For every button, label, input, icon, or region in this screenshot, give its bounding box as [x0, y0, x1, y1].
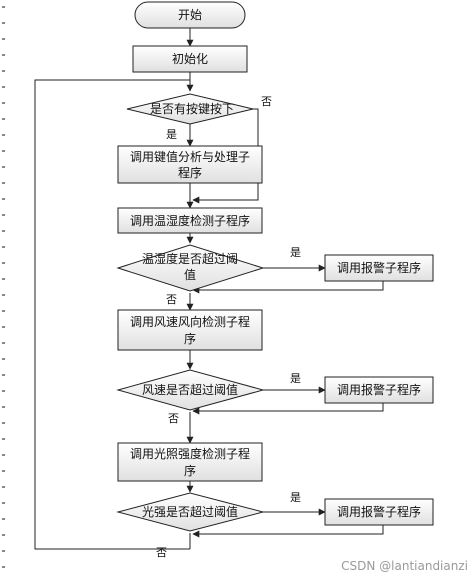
light-detect-label-line2: 序: [184, 463, 196, 478]
margin-tick: [2, 454, 5, 456]
light-detect-label-line1: 调用光照强度检测子程: [130, 446, 250, 461]
edge-alarm1-return: [192, 281, 384, 294]
margin-tick: [2, 182, 5, 184]
alarm-label-2: 调用报警子程序: [337, 382, 421, 397]
margin-tick: [2, 22, 5, 24]
margin-tick: [2, 406, 5, 408]
key-decision-label: 是否有按键按下: [150, 102, 234, 116]
alarm-node-3: 调用报警子程序: [324, 498, 434, 526]
light-detect-node: 调用光照强度检测子程 序: [117, 442, 263, 482]
margin-tick: [2, 390, 5, 392]
light-decision-label: 光强是否超过阈值: [142, 504, 238, 519]
temp-humid-decision-node: 温湿度是否超过阈 值: [116, 244, 265, 292]
margin-tick: [2, 358, 5, 360]
margin-tick: [2, 518, 5, 520]
light-decision-node: 光强是否超过阈值: [116, 492, 265, 532]
key-process-node: 调用键值分析与处理子 程序: [117, 145, 263, 184]
temp-humid-detect-label: 调用温湿度检测子程序: [130, 213, 250, 228]
key-process-label-line1: 调用键值分析与处理子: [130, 149, 250, 164]
margin-tick: [2, 550, 5, 552]
margin-tick: [2, 422, 5, 424]
margin-tick: [2, 102, 5, 104]
temp-yes-label: 是: [290, 246, 301, 259]
margin-tick: [2, 502, 5, 504]
margin-tick: [2, 214, 5, 216]
alarm-node-2: 调用报警子程序: [324, 376, 434, 404]
margin-tick: [2, 278, 5, 280]
alarm-node-1: 调用报警子程序: [324, 254, 434, 282]
wind-decision-node: 风速是否超过阈值: [116, 369, 265, 411]
margin-tick: [2, 486, 5, 488]
margin-tick: [2, 470, 5, 472]
wind-detect-node: 调用风速风向检测子程 序: [117, 309, 263, 351]
margin-tick: [2, 262, 5, 264]
temp-no-label: 否: [166, 293, 177, 306]
wind-detect-label-line2: 序: [184, 331, 196, 346]
wind-detect-label-line1: 调用风速风向检测子程: [130, 314, 250, 329]
margin-tick: [2, 166, 5, 168]
light-yes-label: 是: [290, 491, 301, 504]
margin-tick: [2, 118, 5, 120]
margin-tick: [2, 246, 5, 248]
edge-main-loop: [34, 79, 190, 550]
alarm-label-3: 调用报警子程序: [337, 504, 421, 519]
margin-tick: [2, 342, 5, 344]
key-decision-node: 是否有按键按下: [126, 93, 254, 125]
wind-yes-label: 是: [290, 372, 301, 385]
margin-tick: [2, 70, 5, 72]
margin-tick: [2, 566, 5, 568]
margin-tick: [2, 198, 5, 200]
alarm-label-1: 调用报警子程序: [337, 260, 421, 275]
edge-alarm3-return: [192, 525, 384, 538]
temp-humid-decision-label-line2: 值: [184, 267, 196, 282]
start-node: 开始: [134, 1, 246, 29]
wind-no-label: 否: [168, 412, 179, 425]
light-no-label: 否: [156, 546, 167, 559]
margin-tick: [2, 134, 5, 136]
margin-tick: [2, 438, 5, 440]
margin-tick: [2, 6, 5, 8]
key-no-label: 否: [261, 95, 272, 108]
margin-tick: [2, 294, 5, 296]
margin-tick: [2, 230, 5, 232]
init-label: 初始化: [172, 52, 208, 66]
temp-humid-decision-label-line1: 温湿度是否超过阈: [142, 251, 238, 266]
start-label: 开始: [178, 8, 202, 22]
margin-tick: [2, 54, 5, 56]
margin-tick: [2, 326, 5, 328]
watermark-text: CSDN @lantiandianzi: [341, 559, 468, 573]
key-process-label-line2: 程序: [178, 165, 202, 180]
init-node: 初始化: [132, 45, 248, 73]
wind-decision-label: 风速是否超过阈值: [142, 382, 238, 397]
margin-tick: [2, 374, 5, 376]
key-yes-label: 是: [166, 128, 177, 141]
temp-humid-detect-node: 调用温湿度检测子程序: [117, 207, 263, 234]
margin-tick: [2, 86, 5, 88]
margin-tick: [2, 150, 5, 152]
margin-ticks: [2, 6, 5, 568]
margin-tick: [2, 38, 5, 40]
edge-alarm2-return: [192, 403, 384, 415]
margin-tick: [2, 534, 5, 536]
margin-tick: [2, 310, 5, 312]
